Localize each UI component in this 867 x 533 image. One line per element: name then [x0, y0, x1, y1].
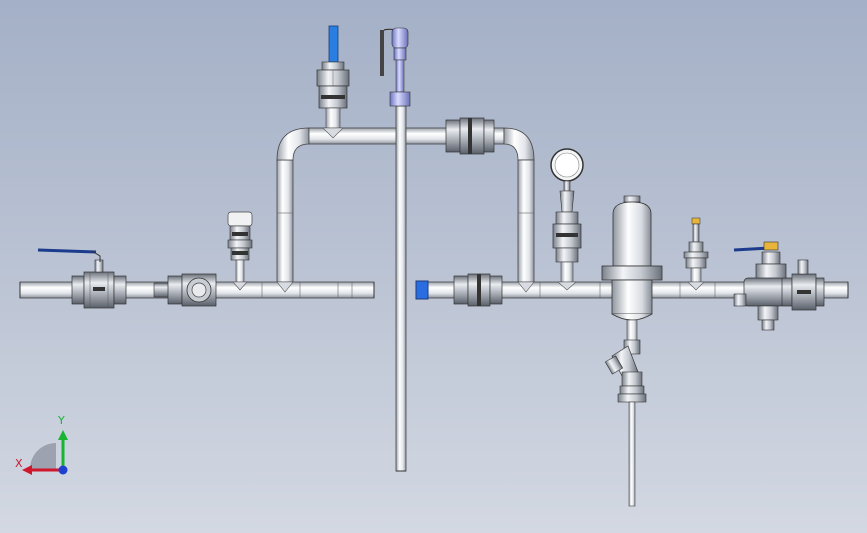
- union-right[interactable]: [453, 273, 503, 307]
- valve-handle[interactable]: [328, 25, 339, 63]
- top-valve[interactable]: [316, 25, 350, 139]
- pressure-reducing-valve[interactable]: [733, 241, 787, 331]
- check-valve[interactable]: [167, 273, 217, 307]
- union-fitting[interactable]: [153, 282, 171, 298]
- drain-rod[interactable]: [628, 401, 636, 507]
- x-axis-label: X: [15, 457, 23, 470]
- valve-handle[interactable]: [37, 248, 97, 254]
- relief-valve[interactable]: [683, 217, 709, 291]
- dip-tube[interactable]: [395, 105, 407, 472]
- separator-tank[interactable]: [601, 195, 663, 343]
- y-strainer[interactable]: [604, 339, 647, 507]
- z-axis: [58, 465, 68, 475]
- union-top[interactable]: [445, 117, 495, 155]
- open-end-cap[interactable]: [415, 280, 429, 300]
- coordinate-triad: [22, 430, 68, 475]
- y-axis-label: Y: [58, 414, 65, 427]
- ball-valve-left[interactable]: [37, 248, 127, 309]
- pressure-gauge[interactable]: [550, 148, 584, 291]
- safety-valve[interactable]: [380, 27, 411, 107]
- ball-valve-right[interactable]: [781, 259, 825, 311]
- gate-valve-left[interactable]: [227, 211, 253, 291]
